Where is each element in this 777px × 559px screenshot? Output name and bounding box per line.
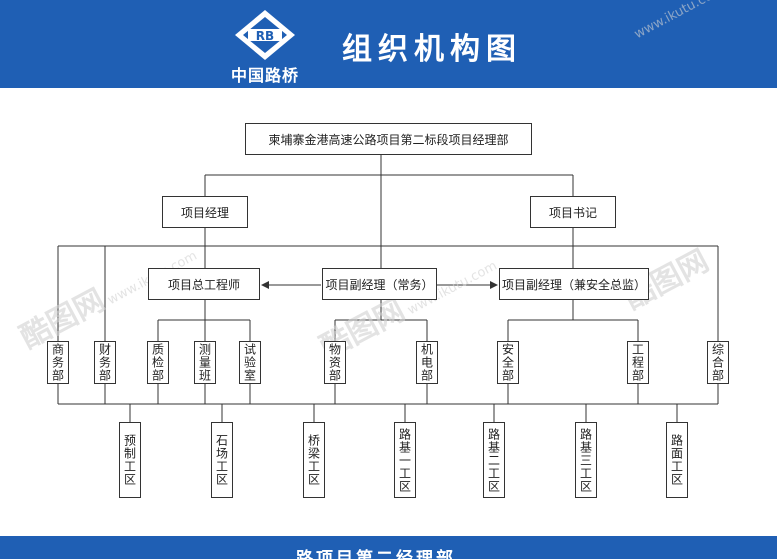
department-box: 工程部 xyxy=(627,341,649,384)
department-box: 机电部 xyxy=(416,341,438,384)
work-area-box: 路基三工区 xyxy=(575,422,597,498)
department-box: 财务部 xyxy=(94,341,116,384)
footer-text: 路项目第二经理部 xyxy=(296,549,456,559)
department-box: 商务部 xyxy=(47,341,69,384)
page-title: 组织机构图 xyxy=(342,32,522,67)
work-area-box: 路基一工区 xyxy=(394,422,416,498)
rb-logo-icon: RB xyxy=(235,10,295,60)
chief-engineer-box: 项目总工程师 xyxy=(148,268,260,300)
deputy-manager-safety-box: 项目副经理（兼安全总监） xyxy=(499,268,649,300)
work-area-box: 石场工区 xyxy=(211,422,233,498)
deputy-manager-box: 项目副经理（常务） xyxy=(322,268,437,300)
department-box: 质检部 xyxy=(147,341,169,384)
project-manager-box: 项目经理 xyxy=(162,196,248,228)
work-area-box: 桥梁工区 xyxy=(303,422,325,498)
department-box: 物资部 xyxy=(324,341,346,384)
company-logo: RB 中国路桥 xyxy=(210,8,320,85)
department-box: 试验室 xyxy=(239,341,261,384)
header-banner: RB 中国路桥 组织机构图 xyxy=(0,0,777,88)
department-box: 测量班 xyxy=(194,341,216,384)
project-secretary-box: 项目书记 xyxy=(530,196,616,228)
department-box: 综合部 xyxy=(707,341,729,384)
work-area-box: 路面工区 xyxy=(666,422,688,498)
logo-monogram: RB xyxy=(256,29,274,43)
project-headquarters-box: 柬埔寨金港高速公路项目第二标段项目经理部 xyxy=(245,123,532,155)
work-area-box: 预制工区 xyxy=(119,422,141,498)
department-box: 安全部 xyxy=(497,341,519,384)
work-area-box: 路基二工区 xyxy=(483,422,505,498)
logo-text: 中国路桥 xyxy=(230,66,299,85)
footer-banner: 路项目第二经理部 xyxy=(0,536,777,559)
